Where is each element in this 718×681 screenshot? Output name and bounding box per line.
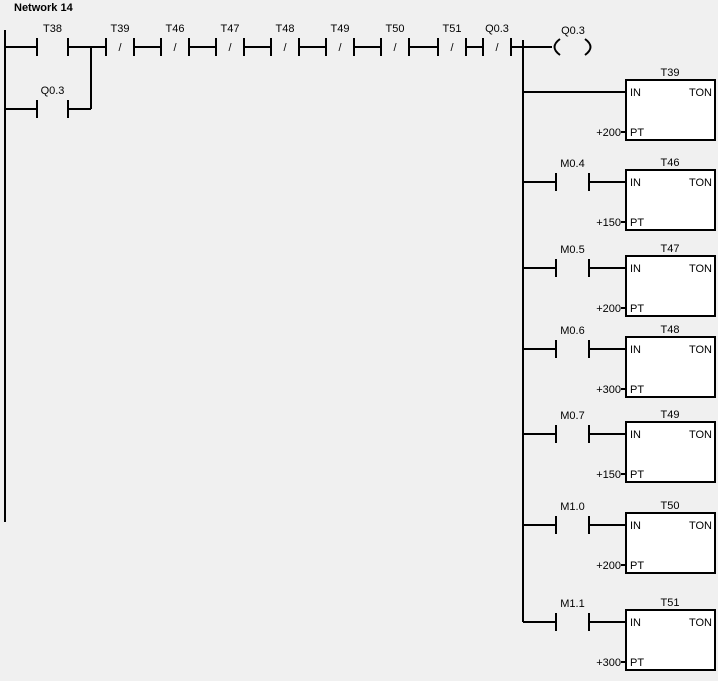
- network-title: Network 14: [14, 2, 74, 14]
- timer-t47-in-label: IN: [630, 263, 641, 275]
- timer-t51-pt-label: PT: [630, 657, 644, 669]
- contact-t39-label: T39: [111, 23, 130, 35]
- contact-t48-nc-slash: /: [283, 42, 287, 54]
- timer-t50-box: [625, 512, 716, 574]
- timer-t39-pt-label: PT: [630, 127, 644, 139]
- contact-m0-5-label: M0.5: [560, 244, 584, 256]
- timer-t47-name: T47: [661, 243, 680, 255]
- timer-t47-preset: +200: [596, 303, 621, 315]
- contact-t47-nc-slash: /: [228, 42, 232, 54]
- contact-m0-4-label: M0.4: [560, 158, 584, 170]
- timer-t49-type-label: TON: [689, 429, 712, 441]
- contact-t46-nc-slash: /: [173, 42, 177, 54]
- contact-q0-3-nc-label: Q0.3: [485, 23, 509, 35]
- contact-m0-7-label: M0.7: [560, 410, 584, 422]
- timer-t50-in-label: IN: [630, 520, 641, 532]
- timer-t48-pt-label: PT: [630, 384, 644, 396]
- timer-t48-preset: +300: [596, 384, 621, 396]
- timer-t46-preset: +150: [596, 217, 621, 229]
- contact-t51-label: T51: [443, 23, 462, 35]
- timer-t50-preset: +200: [596, 560, 621, 572]
- timer-t48-name: T48: [661, 324, 680, 336]
- timer-t50-name: T50: [661, 500, 680, 512]
- timer-t49-preset: +150: [596, 469, 621, 481]
- timer-t50-type-label: TON: [689, 520, 712, 532]
- timer-t46-name: T46: [661, 157, 680, 169]
- timer-t49-name: T49: [661, 409, 680, 421]
- coil-right-arc: [584, 38, 592, 56]
- contact-m0-6-label: M0.6: [560, 325, 584, 337]
- contact-t49-nc-slash: /: [338, 42, 342, 54]
- timer-t39-box: [625, 79, 716, 141]
- contact-t50-label: T50: [386, 23, 405, 35]
- contact-t51-nc-slash: /: [450, 42, 454, 54]
- timer-t47-pt-label: PT: [630, 303, 644, 315]
- contact-t39-nc-slash: /: [118, 42, 122, 54]
- timer-t39-type-label: TON: [689, 87, 712, 99]
- timer-t39-name: T39: [661, 67, 680, 79]
- timer-t46-pt-label: PT: [630, 217, 644, 229]
- timer-t48-type-label: TON: [689, 344, 712, 356]
- contact-t47-label: T47: [221, 23, 240, 35]
- timer-t39-in-label: IN: [630, 87, 641, 99]
- timer-t39-preset: +200: [596, 127, 621, 139]
- contact-q0-3-nc-nc-slash: /: [495, 42, 499, 54]
- contact-q0-3-seal-in-label: Q0.3: [41, 85, 65, 97]
- timer-t51-in-label: IN: [630, 617, 641, 629]
- contact-t38-label: T38: [43, 23, 62, 35]
- timer-t46-box: [625, 169, 716, 231]
- timer-t48-box: [625, 336, 716, 398]
- timer-t51-type-label: TON: [689, 617, 712, 629]
- timer-t47-type-label: TON: [689, 263, 712, 275]
- contact-t49-label: T49: [331, 23, 350, 35]
- timer-t46-in-label: IN: [630, 177, 641, 189]
- coil-q0-3-label: Q0.3: [561, 25, 585, 37]
- timer-t49-box: [625, 421, 716, 483]
- contact-t48-label: T48: [276, 23, 295, 35]
- contact-t46-label: T46: [166, 23, 185, 35]
- timer-t46-type-label: TON: [689, 177, 712, 189]
- timer-t49-in-label: IN: [630, 429, 641, 441]
- contact-m1-0-label: M1.0: [560, 501, 584, 513]
- timer-t47-box: [625, 255, 716, 317]
- coil-left-arc: [553, 38, 561, 56]
- timer-t51-preset: +300: [596, 657, 621, 669]
- contact-t50-nc-slash: /: [393, 42, 397, 54]
- timer-t51-name: T51: [661, 597, 680, 609]
- contact-m1-1-label: M1.1: [560, 598, 584, 610]
- timer-t48-in-label: IN: [630, 344, 641, 356]
- timer-t50-pt-label: PT: [630, 560, 644, 572]
- timer-t51-box: [625, 609, 716, 671]
- timer-t49-pt-label: PT: [630, 469, 644, 481]
